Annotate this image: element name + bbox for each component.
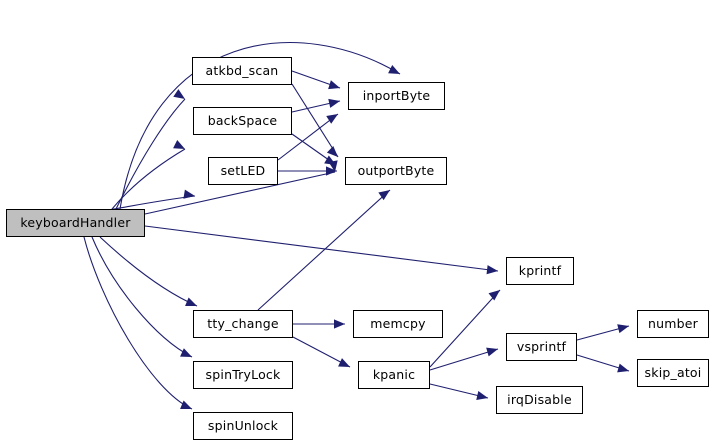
edge-keyboardHandler-to-kprintf (144, 225, 499, 275)
edge-keyboardHandler-to-spinTryLock (91, 236, 193, 358)
node-irqDisable[interactable]: irqDisable (496, 386, 583, 414)
node-skip_atoi[interactable]: skip_atoi (637, 359, 709, 387)
node-spinUnlock[interactable]: spinUnlock (193, 412, 293, 440)
node-label: skip_atoi (644, 364, 702, 380)
edge-tty_change-to-outportByte (257, 189, 391, 311)
edge-backSpace-to-inportByte (291, 98, 341, 113)
edge-vsprintf-to-number (576, 324, 630, 341)
node-inportByte[interactable]: inportByte (348, 82, 445, 110)
node-label: setLED (220, 162, 266, 178)
node-label: backSpace (207, 112, 278, 128)
node-backSpace[interactable]: backSpace (193, 107, 292, 135)
arrowhead (173, 139, 185, 149)
edge-keyboardHandler-to-tty_change (99, 236, 198, 307)
node-label: keyboardHandler (20, 214, 131, 230)
node-label: kpanic (372, 366, 416, 382)
node-vsprintf[interactable]: vsprintf (506, 333, 577, 361)
edge-backSpace-to-outportByte (291, 133, 337, 166)
node-kpanic[interactable]: kpanic (358, 361, 430, 389)
arrowhead (326, 146, 338, 157)
edge-keyboardHandler-to-backSpace (111, 139, 186, 210)
node-number[interactable]: number (637, 310, 709, 338)
arrowhead (328, 80, 340, 90)
node-outportByte[interactable]: outportByte (345, 157, 447, 185)
node-label: outportByte (357, 162, 435, 178)
node-label: irqDisable (507, 391, 572, 407)
edge-keyboardHandler-to-setLED (107, 189, 196, 211)
node-label: number (648, 315, 698, 331)
arrowhead (617, 363, 629, 373)
edge-keyboardHandler-to-inportByte (119, 42, 401, 210)
arrowhead (326, 114, 338, 124)
node-label: tty_change (207, 315, 279, 331)
node-memcpy[interactable]: memcpy (353, 310, 443, 338)
node-keyboardHandler[interactable]: keyboardHandler (6, 209, 145, 237)
node-label: memcpy (370, 315, 426, 331)
node-spinTryLock[interactable]: spinTryLock (193, 361, 293, 389)
edge-setLED-to-outportByte (278, 166, 337, 176)
edge-kpanic-to-kprintf (429, 289, 501, 368)
arrowhead (486, 265, 498, 275)
arrowhead (183, 189, 195, 199)
arrowhead (476, 391, 488, 400)
arrowhead (617, 324, 629, 334)
arrowhead (324, 155, 336, 165)
arrowhead (185, 297, 197, 307)
edge-keyboardHandler-to-spinUnlock (83, 236, 193, 410)
edge-setLED-to-inportByte (277, 113, 339, 161)
edge-vsprintf-to-skip_atoi (576, 354, 630, 373)
edge-kpanic-to-vsprintf (429, 347, 499, 371)
node-label: atkbd_scan (205, 62, 279, 78)
edge-kpanic-to-irqDisable (429, 383, 489, 400)
arrowhead (378, 190, 390, 201)
edge-atkbd_scan-to-inportByte (291, 70, 341, 90)
node-label: inportByte (362, 87, 431, 103)
node-label: spinTryLock (205, 366, 281, 382)
arrowhead (334, 319, 345, 329)
node-label: kprintf (518, 262, 562, 278)
arrowhead (326, 166, 337, 176)
edge-tty_change-to-kpanic (292, 336, 351, 368)
arrowhead (180, 348, 192, 357)
node-atkbd_scan[interactable]: atkbd_scan (192, 57, 292, 85)
arrowhead (388, 64, 400, 74)
arrowhead (328, 98, 340, 108)
node-tty_change[interactable]: tty_change (193, 310, 293, 338)
node-label: vsprintf (516, 338, 567, 354)
edge-keyboardHandler-to-atkbd_scan (115, 89, 186, 210)
node-kprintf[interactable]: kprintf (506, 257, 574, 285)
edge-atkbd_scan-to-outportByte (291, 83, 339, 158)
node-setLED[interactable]: setLED (208, 157, 278, 185)
arrowhead (180, 400, 192, 410)
arrowhead (486, 347, 498, 357)
edge-tty_change-to-memcpy (293, 319, 345, 329)
arrowhead (338, 358, 350, 367)
arrowhead (488, 290, 500, 301)
node-label: spinUnlock (207, 417, 279, 433)
arrowhead (173, 89, 185, 99)
